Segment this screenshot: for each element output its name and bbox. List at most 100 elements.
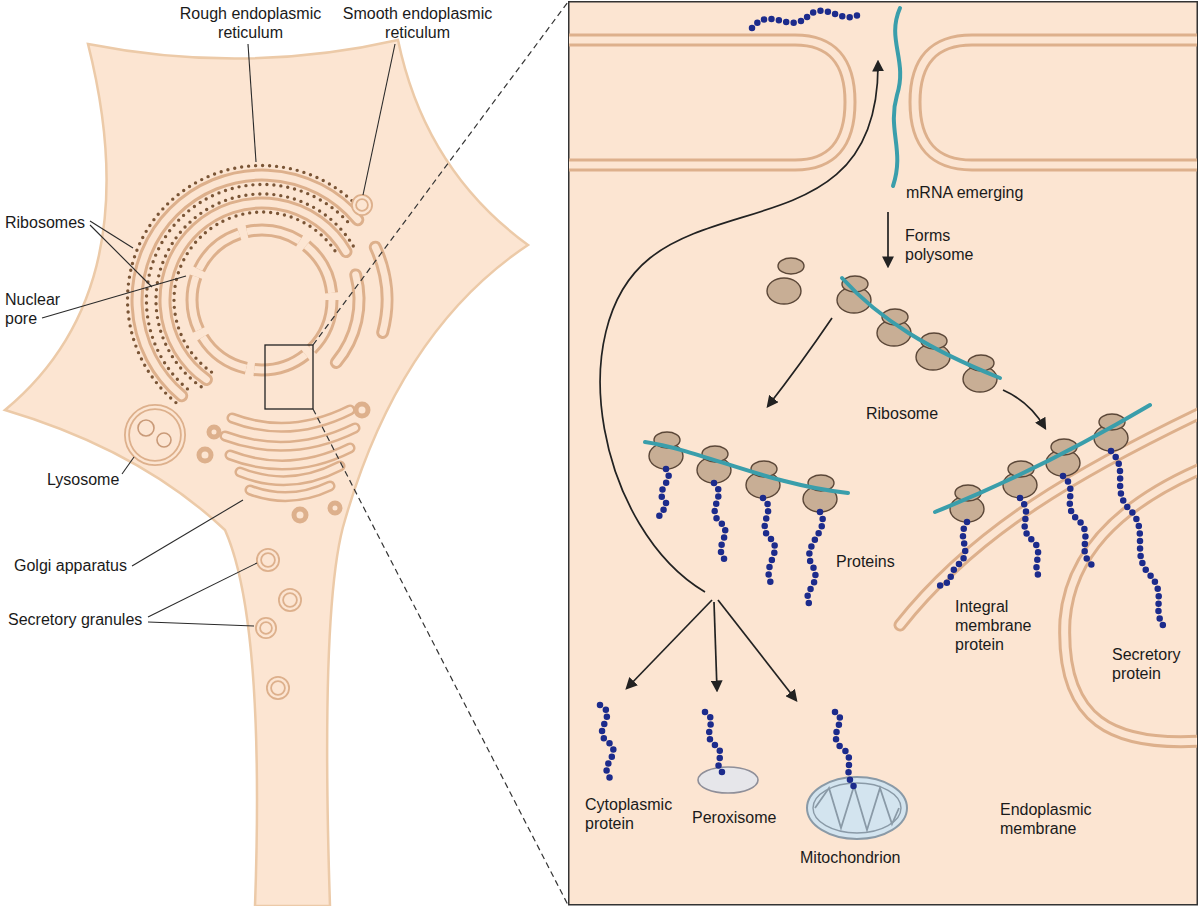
leader-line xyxy=(90,225,152,287)
secretory-granule xyxy=(269,679,287,697)
secretory-granule xyxy=(259,551,277,569)
ribosome xyxy=(803,475,837,512)
protein-chain xyxy=(659,469,668,518)
peroxisome-shape xyxy=(698,767,758,793)
lysosome xyxy=(127,407,183,463)
structure-label: Endoplasmic membrane xyxy=(1000,800,1100,838)
smooth-er-vesicle-lumen xyxy=(354,197,370,213)
mrna-strand xyxy=(842,278,1000,378)
zoom-line xyxy=(313,409,568,905)
ribosome-dots xyxy=(146,184,350,388)
destination-label: Mitochondrion xyxy=(800,848,901,867)
protein-chain xyxy=(1063,476,1092,565)
zoom-panel xyxy=(569,2,1198,905)
secretory-granule-lumen xyxy=(281,591,299,609)
golgi-cisterna-lumen xyxy=(225,428,355,446)
mitochondrion-inner-membrane xyxy=(813,783,901,833)
structure-label: Ribosomes xyxy=(5,213,85,232)
nuclear-envelope xyxy=(192,230,332,370)
mitochondrion-shape xyxy=(807,777,907,839)
nuclear-envelope xyxy=(569,40,850,165)
leader-line xyxy=(248,44,256,162)
structure-label: Lysosome xyxy=(47,470,119,489)
golgi-cisterna-lumen xyxy=(250,486,330,497)
protein-chain xyxy=(938,522,967,586)
mrna-strand xyxy=(645,442,848,493)
nuclear-envelope xyxy=(915,40,1197,165)
lysosome-inclusion xyxy=(138,420,154,436)
destination-label: Cytoplasmic protein xyxy=(585,795,680,833)
golgi-cisterna xyxy=(240,466,340,481)
leader-line xyxy=(90,221,133,248)
secretory-granule xyxy=(281,591,299,609)
secretory-granule-lumen xyxy=(259,551,277,569)
secretory-granule xyxy=(258,620,274,636)
structure-label: Rough endoplasmic reticulum xyxy=(168,4,333,42)
structure-label: Nuclear pore xyxy=(5,290,67,328)
flow-arrow xyxy=(714,602,717,690)
er-membrane xyxy=(1065,463,1197,742)
flow-arrow xyxy=(600,62,878,592)
golgi-cisterna xyxy=(230,448,350,465)
protein-chain xyxy=(1020,498,1040,578)
golgi-vesicle xyxy=(356,404,368,416)
protein-chain xyxy=(763,498,775,585)
lysosome-inclusion xyxy=(157,433,171,447)
flow-arrow xyxy=(627,600,712,688)
structure-label: Secretory protein xyxy=(1112,645,1192,683)
rough-er-lumen xyxy=(165,203,346,379)
structure-label: Integral membrane protein xyxy=(955,597,1045,654)
leader-line xyxy=(363,44,395,195)
rough-er xyxy=(137,175,358,396)
flow-arrow xyxy=(1003,390,1045,428)
step-label: Forms polysome xyxy=(905,226,985,264)
ribosome-dots xyxy=(128,166,365,403)
golgi-vesicle xyxy=(330,503,340,513)
structure-label: Golgi apparatus xyxy=(14,556,127,575)
er-membrane xyxy=(900,406,1197,625)
secretory-granule-lumen xyxy=(258,620,274,636)
golgi-cisterna-lumen xyxy=(230,448,350,465)
golgi-cisterna-lumen xyxy=(232,410,350,427)
protein-chain xyxy=(1111,451,1165,628)
nuclear-envelope-lumen xyxy=(569,40,850,165)
er-membrane-lumen xyxy=(900,406,1197,625)
flow-arrow xyxy=(718,600,796,700)
er-membrane-lumen xyxy=(1065,463,1197,742)
destination-label: Peroxisome xyxy=(692,808,776,827)
rough-er xyxy=(165,203,346,379)
protein-chain xyxy=(752,11,862,28)
nuclear-envelope-lumen xyxy=(192,230,332,370)
step-label: mRNA emerging xyxy=(906,183,1023,202)
leader-line xyxy=(148,563,257,617)
flow-arrow xyxy=(768,318,832,406)
smooth-er-vesicle xyxy=(354,197,370,213)
structure-label: Secretory granules xyxy=(8,610,142,629)
leader-line xyxy=(42,276,186,318)
lysosome-lumen xyxy=(127,407,183,463)
smooth-er-lumen xyxy=(375,247,387,332)
cell-body xyxy=(5,40,528,906)
leader-line xyxy=(148,622,254,626)
golgi-cisterna-lumen xyxy=(240,466,340,481)
protein-chain xyxy=(835,712,855,788)
golgi-cisterna xyxy=(250,486,330,497)
zoom-box xyxy=(265,345,313,409)
protein-chain xyxy=(600,705,613,780)
structure-label: Ribosome xyxy=(866,404,938,423)
ribosome-small-subunit xyxy=(778,258,804,274)
protein-chain xyxy=(705,712,722,772)
secretory-granule-lumen xyxy=(269,679,287,697)
golgi-cisterna xyxy=(225,428,355,446)
ribosome-large-subunit xyxy=(767,278,801,304)
protein-chain xyxy=(807,512,822,605)
golgi-cisterna xyxy=(232,410,350,427)
golgi-vesicle xyxy=(209,427,219,437)
structure-label: Proteins xyxy=(836,552,895,571)
leader-line xyxy=(132,500,243,566)
mitochondrion-cristae xyxy=(815,786,899,830)
ribosome xyxy=(837,276,871,313)
nuclear-envelope-lumen xyxy=(915,40,1197,165)
